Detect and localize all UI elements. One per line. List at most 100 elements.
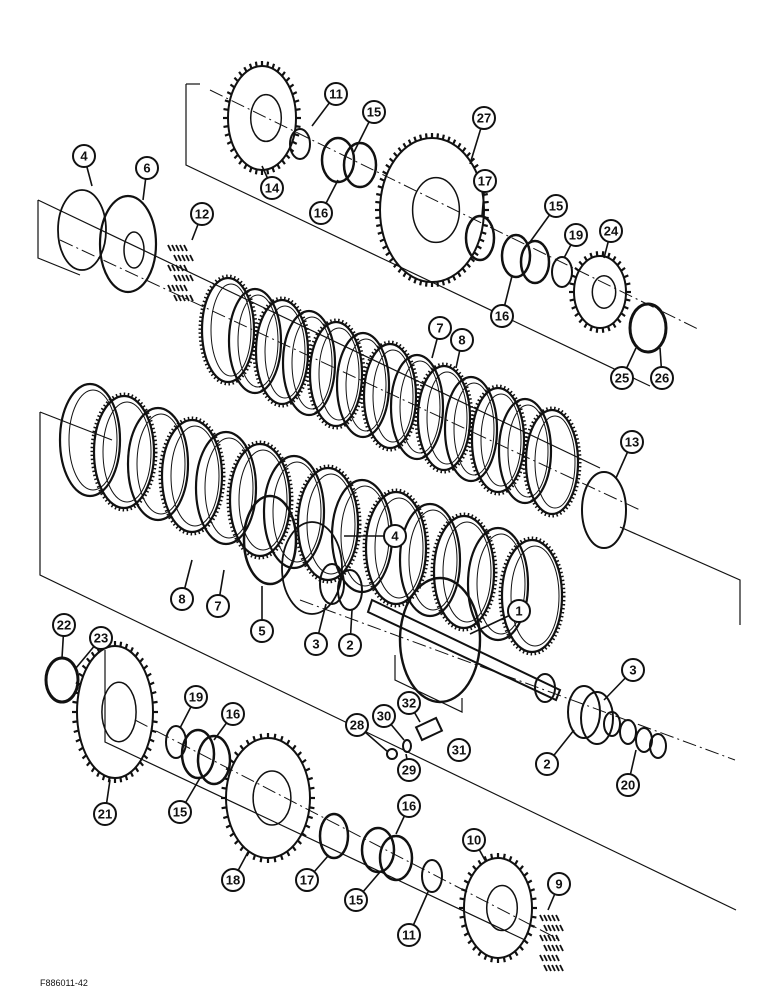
clutch-plate-upper-5 (335, 331, 391, 439)
callout-number: 2 (346, 638, 353, 653)
piston-6 (98, 194, 158, 294)
callout-2: 2 (535, 752, 559, 776)
callout-number: 11 (329, 87, 343, 102)
callout-circle (544, 194, 568, 218)
callout-number: 27 (477, 111, 491, 126)
ball-28 (386, 748, 398, 760)
bearing-22 (44, 656, 80, 704)
callout-22: 22 (52, 613, 76, 637)
callout-circle (507, 599, 531, 623)
callout-number: 17 (478, 174, 492, 189)
clutch-plate-upper-3 (281, 309, 337, 417)
clutch-plate-upper-12 (522, 406, 582, 518)
callout-number: 19 (189, 690, 203, 705)
bearing-top-1 (320, 136, 356, 184)
callout-number: 29 (402, 763, 416, 778)
callout-circle (620, 430, 644, 454)
callout-8: 8 (450, 328, 474, 352)
ring-20-b (619, 719, 637, 745)
callout-5: 5 (250, 619, 274, 643)
callout-circle (397, 794, 421, 818)
callout-circle (535, 752, 559, 776)
snap-ring-11 (421, 859, 443, 893)
callout-number: 18 (226, 873, 240, 888)
callout-number: 25 (615, 371, 629, 386)
snap-ring-top (289, 128, 311, 160)
centerline-2 (299, 599, 736, 761)
centerline-1 (59, 239, 641, 511)
valve-plug-32 (414, 716, 444, 742)
ring-4-lower (281, 521, 343, 615)
clutch-plate-lower-6 (262, 454, 326, 570)
callout-number: 15 (349, 893, 363, 908)
callout-16: 16 (221, 702, 245, 726)
callout-number: 13 (625, 435, 639, 450)
clutch-plate-lower-10 (398, 502, 462, 618)
callout-number: 16 (314, 206, 328, 221)
callout-number: 10 (467, 833, 481, 848)
clutch-plate-lower-7 (294, 464, 362, 584)
clutch-plate-upper-9 (443, 375, 499, 483)
callout-circle (490, 304, 514, 328)
piston-5 (242, 494, 298, 586)
clutch-plate-lower-12 (466, 526, 530, 642)
clutch-plate-upper-1 (227, 287, 283, 395)
bearing-mid-2 (519, 239, 551, 285)
callout-circle (324, 82, 348, 106)
clutch-plate-upper-0 (198, 274, 258, 386)
clutch-plate-lower-2 (126, 406, 190, 522)
callout-23: 23 (89, 626, 113, 650)
callout-27: 27 (472, 106, 496, 130)
callout-13: 13 (620, 430, 644, 454)
callout-number: 24 (604, 224, 619, 239)
bearing-mid-1 (500, 233, 532, 279)
callout-24: 24 (599, 219, 623, 243)
clutch-plate-lower-1 (90, 392, 158, 512)
callout-17: 17 (473, 169, 497, 193)
callout-number: 2 (543, 757, 550, 772)
callout-circle (547, 872, 571, 896)
spring-9-1 (543, 924, 564, 932)
centerline-3 (134, 719, 561, 941)
callout-number: 7 (214, 599, 221, 614)
frame-line-5 (39, 411, 113, 441)
output-shaft (366, 598, 562, 702)
clutch-plate-lower-9 (362, 488, 430, 608)
seal-2b (567, 685, 601, 739)
callout-number: 20 (621, 778, 635, 793)
callout-29: 29 (397, 758, 421, 782)
ring-4-top (57, 189, 107, 271)
callout-circle (304, 632, 328, 656)
callout-number: 14 (265, 181, 280, 196)
callout-circle (616, 773, 640, 797)
callout-32: 32 (397, 691, 421, 715)
callout-circle (450, 328, 474, 352)
clutch-plate-upper-7 (389, 353, 445, 461)
callout-circle (190, 202, 214, 226)
frame-line-2 (37, 200, 81, 276)
spring-9-0 (539, 914, 560, 922)
callout-6: 6 (135, 156, 159, 180)
callout-circle (72, 144, 96, 168)
centerline-0 (209, 89, 701, 331)
callout-number: 7 (436, 321, 443, 336)
callout-11: 11 (397, 923, 421, 947)
callout-number: 16 (226, 707, 240, 722)
spring-9-2 (539, 934, 560, 942)
bearing-top-2 (342, 141, 378, 189)
callout-15: 15 (362, 100, 386, 124)
callout-number: 12 (195, 207, 209, 222)
parts-drawings (44, 61, 668, 972)
callout-number: 16 (402, 799, 416, 814)
callout-circle (338, 633, 362, 657)
callout-number: 1 (515, 604, 522, 619)
clutch-plate-upper-6 (360, 340, 420, 452)
callout-21: 21 (93, 802, 117, 826)
bearing-15-a (180, 728, 216, 780)
callout-circle (650, 366, 674, 390)
callout-circle (93, 802, 117, 826)
callout-circle (170, 587, 194, 611)
callout-1: 1 (507, 599, 531, 623)
spring-12-0 (167, 244, 188, 252)
